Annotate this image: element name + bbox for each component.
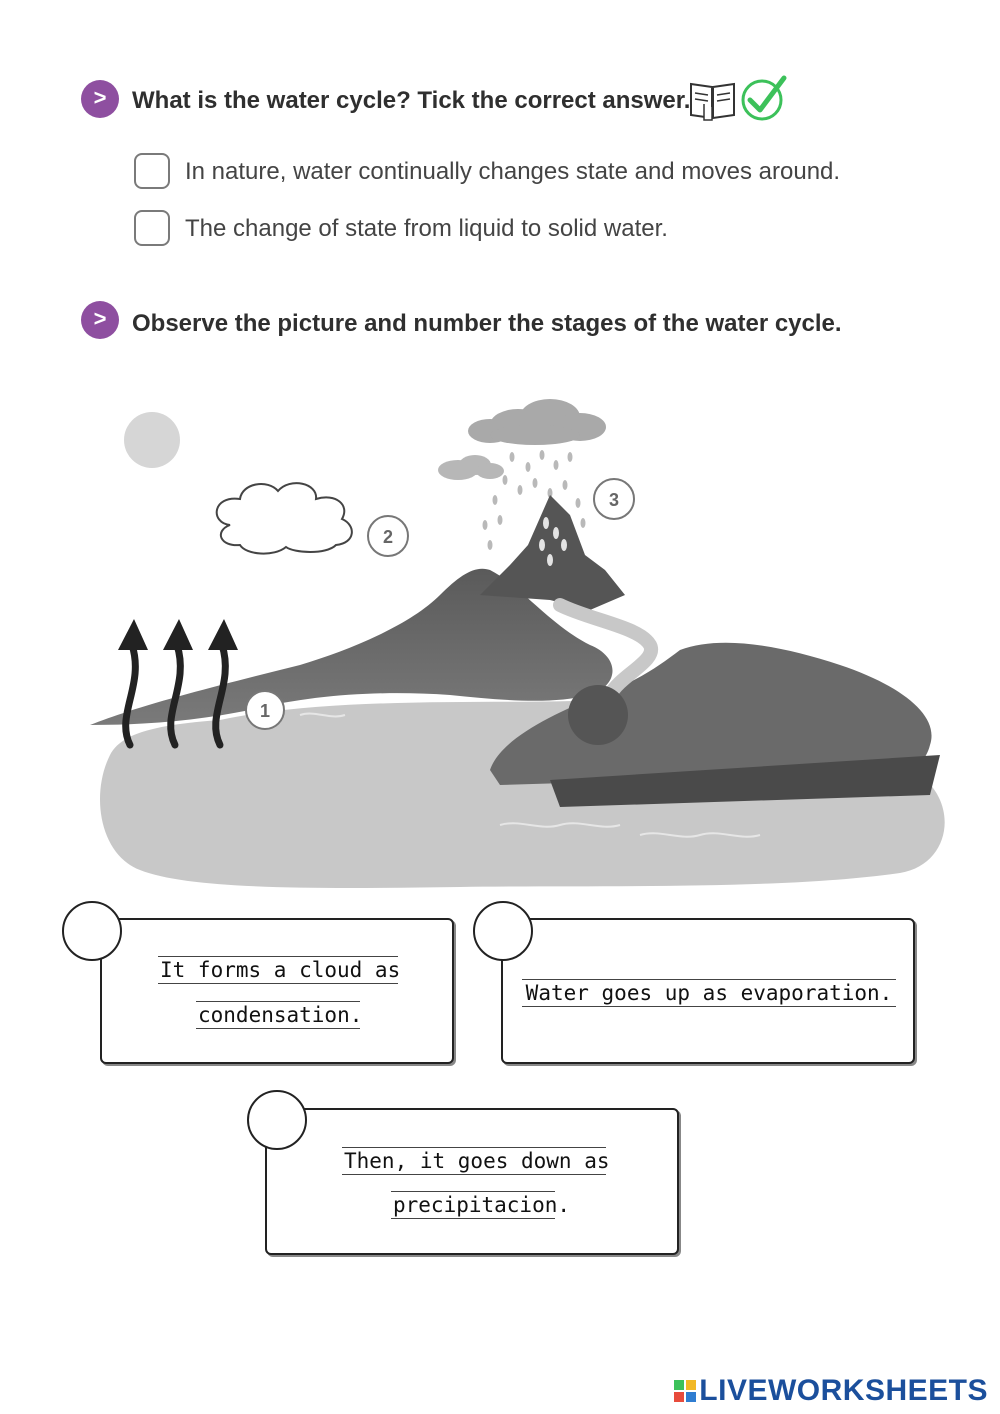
question-2-text: Observe the picture and number the stage… [132,310,842,337]
river-shape [553,598,658,702]
waves [299,712,761,838]
question-1-text: What is the water cycle? Tick the correc… [132,87,691,114]
checkmark-icon [741,75,787,121]
option-1-checkbox[interactable] [134,153,170,189]
rain-drops [482,450,586,550]
outline-cloud-shape [215,482,353,555]
answer-box-3-number-input[interactable] [247,1090,307,1150]
small-cloud-shape [438,455,504,480]
liveworksheets-logo-icon [674,1380,697,1402]
option-1-label: In nature, water continually changes sta… [185,158,841,185]
mountain-peak-shape [480,495,625,610]
question-1-bullet: > [81,80,119,118]
liveworksheets-logo-text: LIVEWORKSHEETS [699,1374,988,1407]
cliff-shape [550,755,940,807]
answer-box-3-line-2: precipitacion. [391,1191,571,1219]
answer-box-1-line-1: It forms a cloud as [158,956,401,984]
option-2-checkbox[interactable] [134,210,170,246]
marker-1-label: 1 [260,701,270,721]
marker-2: 2 [367,515,409,557]
question-2-bullet: > [81,301,119,339]
right-land-shape [490,642,932,785]
water-cycle-illustration: 1 2 3 [90,399,945,889]
answer-box-1-line-2: condensation. [196,1001,363,1029]
sun-shape [124,412,180,468]
rain-cloud-shape [468,399,606,445]
answer-box-2-number-input[interactable] [473,901,533,961]
answer-box-2 [501,918,915,1064]
marker-3: 3 [593,478,635,520]
evaporation-arrow-heads [118,619,238,650]
answer-box-2-line-1: Water goes up as evaporation. [522,979,896,1007]
lake-shape [568,685,628,745]
book-icon [690,82,735,121]
answer-box-3 [265,1108,679,1255]
option-2-label: The change of state from liquid to solid… [185,215,668,242]
evaporation-arrows [122,641,229,749]
snow-drops [539,517,567,566]
marker-2-label: 2 [383,527,393,547]
marker-1: 1 [245,690,285,730]
answer-box-1 [100,918,454,1064]
answer-box-3-line-1: Then, it goes down as [342,1147,610,1175]
liveworksheets-logo[interactable]: LIVEWORKSHEETS [674,1374,988,1408]
answer-box-1-number-input[interactable] [62,901,122,961]
marker-3-label: 3 [609,490,619,510]
